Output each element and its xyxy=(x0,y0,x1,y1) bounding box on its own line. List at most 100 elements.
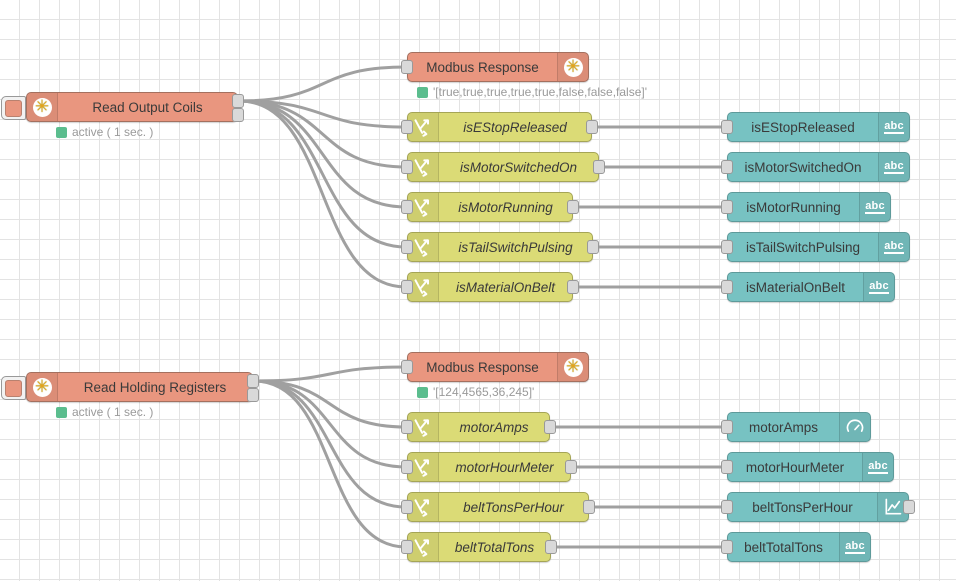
node-label: motorAmps xyxy=(459,419,529,435)
input-port[interactable] xyxy=(721,280,733,294)
modbus-asterisk-icon: ✳ xyxy=(563,57,583,77)
output-port[interactable] xyxy=(586,120,598,134)
ui-output-node[interactable]: isMotorRunning abc xyxy=(721,192,891,222)
input-port[interactable] xyxy=(401,160,413,174)
input-port[interactable] xyxy=(401,500,413,514)
output-port[interactable] xyxy=(232,94,244,108)
status-text: '[124,4565,36,245]' xyxy=(433,385,535,399)
change-node[interactable]: isEStopReleased xyxy=(401,112,598,142)
input-port[interactable] xyxy=(401,360,413,374)
status-text: active ( 1 sec. ) xyxy=(72,125,154,139)
input-port[interactable] xyxy=(401,280,413,294)
change-node[interactable]: isMotorRunning xyxy=(401,192,579,222)
output-port[interactable] xyxy=(545,540,557,554)
node-icon-box: abc xyxy=(859,193,890,221)
input-port[interactable] xyxy=(401,120,413,134)
abc-icon: abc xyxy=(884,120,904,134)
input-port[interactable] xyxy=(401,540,413,554)
input-port[interactable] xyxy=(721,420,733,434)
node-label: isTailSwitchPulsing xyxy=(458,239,573,255)
node-label: isMotorRunning xyxy=(746,199,841,215)
input-port[interactable] xyxy=(721,540,733,554)
output-port[interactable] xyxy=(232,108,244,122)
input-port[interactable] xyxy=(721,160,733,174)
ui-output-node[interactable]: beltTonsPerHour xyxy=(721,492,915,522)
node-icon-box: abc xyxy=(878,233,909,261)
change-icon xyxy=(414,459,429,477)
node-icon-box xyxy=(408,233,439,261)
node-label: isMotorSwitchedOn xyxy=(744,159,862,175)
input-port[interactable] xyxy=(401,240,413,254)
chart-icon xyxy=(885,498,902,515)
abc-icon: abc xyxy=(845,540,865,554)
change-node[interactable]: isMotorSwitchedOn xyxy=(401,152,605,182)
ui-output-node[interactable]: isMotorSwitchedOn abc xyxy=(721,152,910,182)
inject-trigger-button[interactable] xyxy=(1,96,26,120)
output-port[interactable] xyxy=(567,200,579,214)
node-label: Read Holding Registers xyxy=(83,379,227,395)
wire xyxy=(238,99,407,209)
change-icon xyxy=(414,199,429,217)
change-node[interactable]: beltTotalTons xyxy=(401,532,557,562)
status-text: active ( 1 sec. ) xyxy=(72,405,154,419)
output-port[interactable] xyxy=(247,374,259,388)
change-icon xyxy=(414,499,429,517)
output-port[interactable] xyxy=(544,420,556,434)
change-node[interactable]: beltTonsPerHour xyxy=(401,492,595,522)
input-port[interactable] xyxy=(401,60,413,74)
change-icon xyxy=(414,119,429,137)
node-status: '[true,true,true,true,true,false,false,f… xyxy=(417,85,647,99)
modbus-response-node[interactable]: Modbus Response✳ xyxy=(401,52,589,82)
input-port[interactable] xyxy=(721,500,733,514)
output-port[interactable] xyxy=(903,500,915,514)
modbus-read-node[interactable]: ✳Read Holding Registers xyxy=(1,372,259,402)
input-port[interactable] xyxy=(401,200,413,214)
inject-square-icon xyxy=(5,99,22,117)
change-node[interactable]: motorAmps xyxy=(401,412,556,442)
input-port[interactable] xyxy=(401,420,413,434)
ui-output-node[interactable]: motorAmps xyxy=(721,412,871,442)
wire xyxy=(253,379,407,429)
ui-output-node[interactable]: isEStopReleased abc xyxy=(721,112,910,142)
wire xyxy=(238,99,407,249)
node-icon-box: abc xyxy=(878,113,909,141)
output-port[interactable] xyxy=(565,460,577,474)
input-port[interactable] xyxy=(721,240,733,254)
modbus-response-node[interactable]: Modbus Response✳ xyxy=(401,352,589,382)
node-icon-box xyxy=(408,273,439,301)
abc-icon: abc xyxy=(869,280,889,294)
input-port[interactable] xyxy=(721,200,733,214)
modbus-read-node[interactable]: ✳Read Output Coils xyxy=(1,92,244,122)
status-dot xyxy=(56,126,67,138)
change-node[interactable]: motorHourMeter xyxy=(401,452,577,482)
node-icon-box: abc xyxy=(878,153,909,181)
node-icon-box xyxy=(877,493,908,521)
status-dot xyxy=(417,86,428,98)
change-node[interactable]: isTailSwitchPulsing xyxy=(401,232,599,262)
input-port[interactable] xyxy=(401,460,413,474)
inject-square-icon xyxy=(5,379,22,397)
node-icon-box xyxy=(408,453,439,481)
abc-icon: abc xyxy=(865,200,885,214)
node-label: beltTotalTons xyxy=(454,539,535,555)
inject-trigger-button[interactable] xyxy=(1,376,26,400)
input-port[interactable] xyxy=(721,120,733,134)
status-text: '[true,true,true,true,true,false,false,f… xyxy=(433,85,648,99)
output-port[interactable] xyxy=(567,280,579,294)
node-icon-box: ✳ xyxy=(557,353,588,381)
output-port[interactable] xyxy=(587,240,599,254)
output-port[interactable] xyxy=(583,500,595,514)
input-port[interactable] xyxy=(721,460,733,474)
node-label: isMotorSwitchedOn xyxy=(459,159,578,175)
change-node[interactable]: isMaterialOnBelt xyxy=(401,272,579,302)
wire xyxy=(238,65,407,103)
output-port[interactable] xyxy=(247,388,259,402)
output-port[interactable] xyxy=(593,160,605,174)
node-label: isEStopReleased xyxy=(751,119,855,135)
modbus-asterisk-icon: ✳ xyxy=(563,357,583,377)
